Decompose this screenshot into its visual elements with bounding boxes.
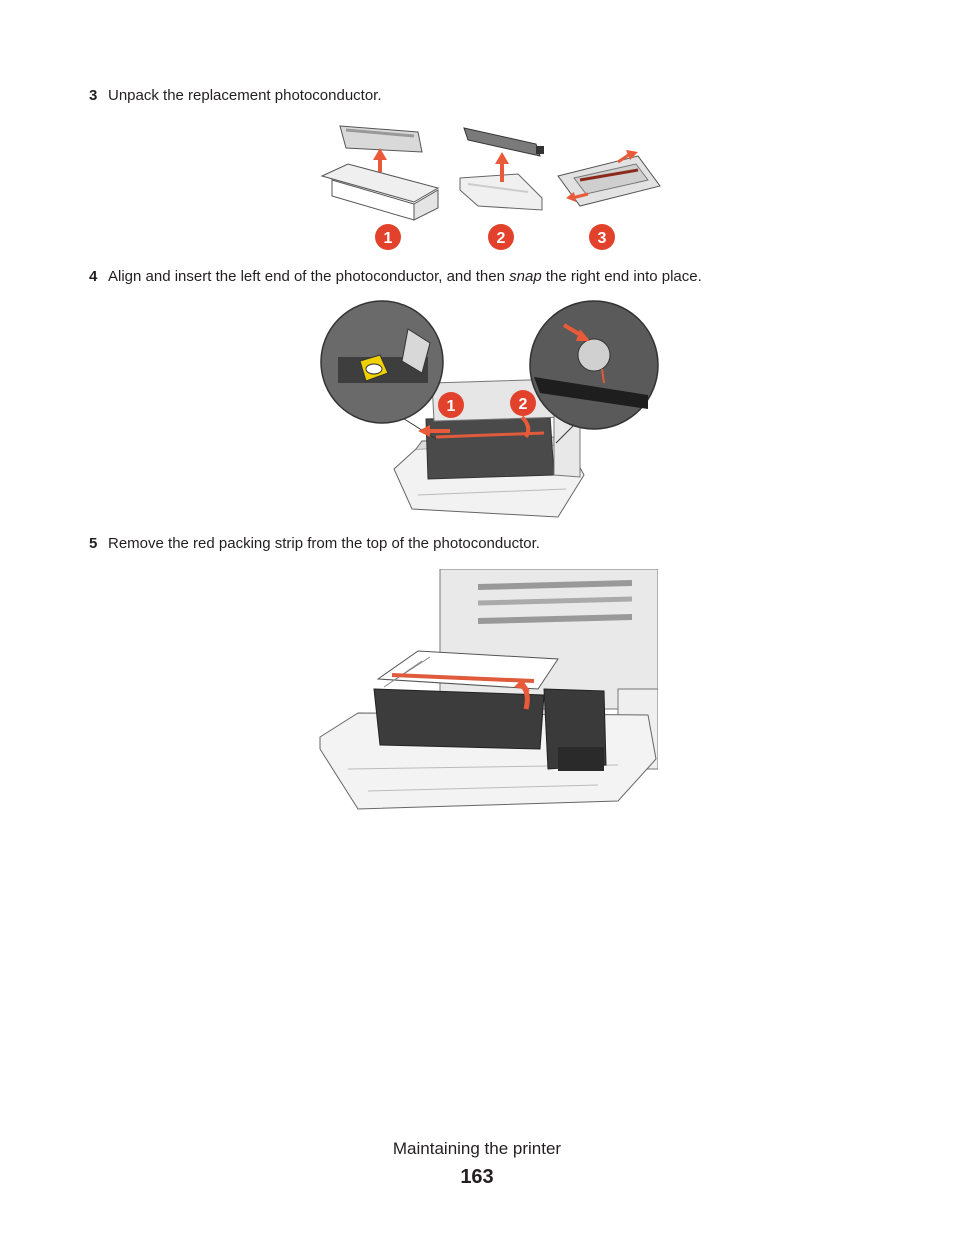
unpack-photoconductor-illustration: 1 2 3 (320, 125, 661, 250)
callout-3: 3 (589, 224, 615, 250)
step-number: 3 (89, 87, 98, 104)
remove-packing-strip-illustration (319, 569, 658, 810)
unpack-panel-1 (320, 125, 440, 221)
left-detail-circle (320, 300, 444, 440)
page-number: 163 (460, 1166, 494, 1188)
insert-arrow-right (520, 415, 531, 439)
unpack-panel-3 (557, 150, 661, 207)
step-4: 4 Align and insert the left end of the ph… (89, 268, 702, 286)
printer-interior (319, 569, 658, 810)
svg-text:2: 2 (497, 230, 506, 247)
footer-section-title: Maintaining the printer (392, 1139, 562, 1158)
svg-text:1: 1 (384, 230, 393, 247)
step-text: Remove the red packing strip from the to… (108, 535, 540, 552)
callout-1: 1 (375, 224, 401, 250)
step-5: 5 Remove the red packing strip from the t… (89, 535, 540, 553)
step-number: 4 (89, 268, 98, 285)
printer-body (393, 378, 585, 518)
step-text-emphasis: snap (509, 268, 542, 285)
step-text-end: the right end into place. (541, 268, 702, 285)
callout-1: 1 (438, 392, 464, 418)
svg-text:2: 2 (519, 396, 528, 413)
remove-arrow-head (514, 679, 530, 691)
right-detail-circle (529, 300, 659, 444)
insert-arrow-left-head (418, 425, 430, 437)
callout-2: 2 (510, 390, 536, 416)
step-text: Unpack the replacement photoconductor. (108, 87, 382, 104)
svg-text:1: 1 (447, 398, 456, 415)
step-text-start: Align and insert the left end of the pho… (108, 268, 510, 285)
svg-text:3: 3 (598, 230, 607, 247)
callout-2: 2 (488, 224, 514, 250)
red-packing-strip (391, 673, 535, 683)
insert-photoconductor-illustration: 1 2 (320, 300, 659, 518)
unpack-panel-2 (459, 127, 544, 211)
step-3: 3 Unpack the replacement photoconductor. (89, 87, 382, 105)
step-number: 5 (89, 535, 98, 552)
